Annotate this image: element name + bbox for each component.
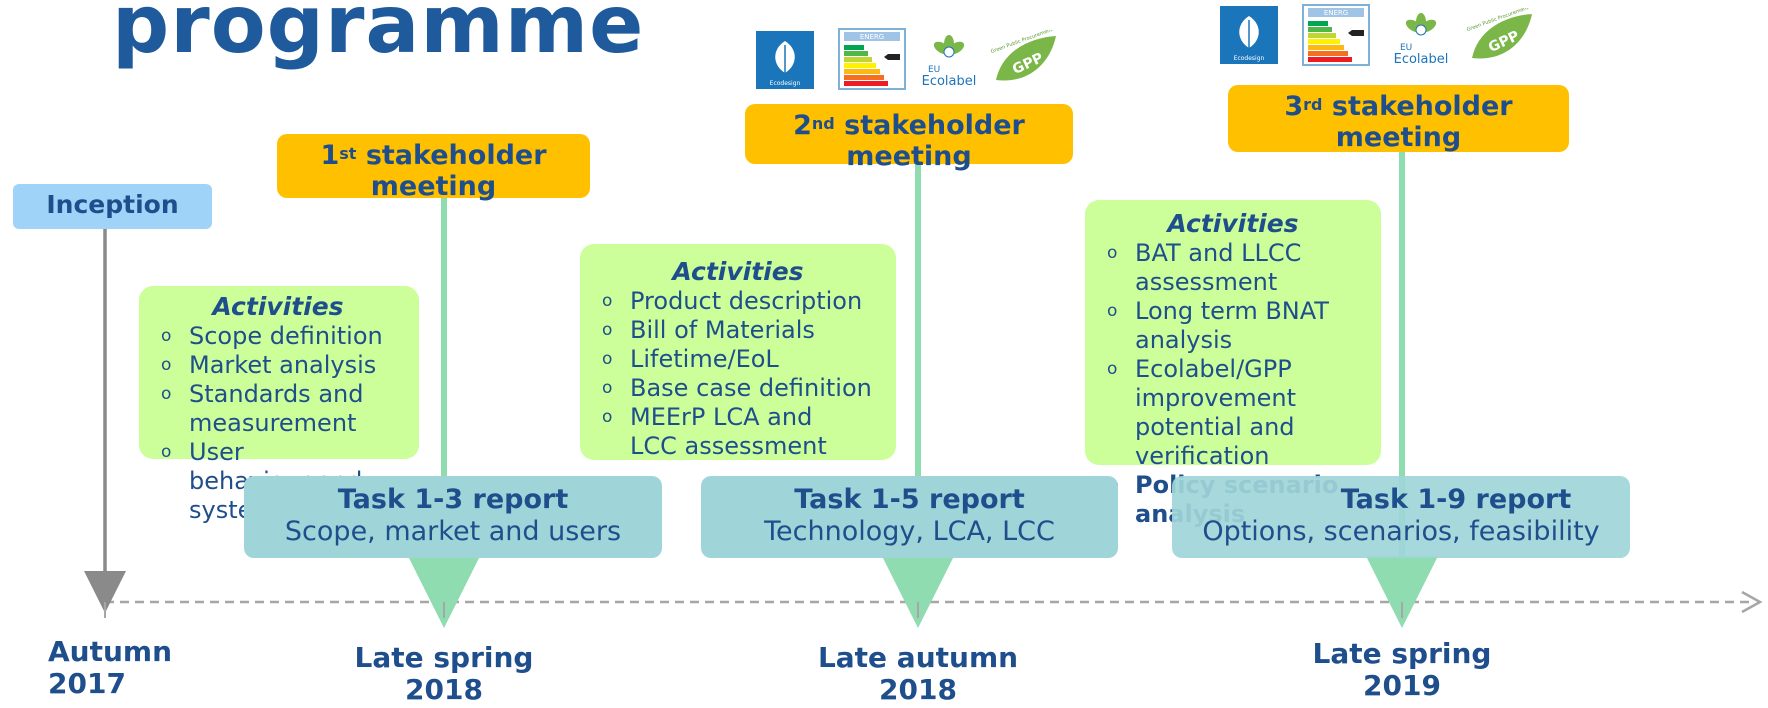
svg-text:Ecodesign: Ecodesign [770, 80, 801, 87]
energy-label-logo: ENERG [838, 28, 906, 90]
task-subtitle: Scope, market and users [284, 516, 622, 547]
stakeholder-meeting-2: 2nd stakeholder meeting [745, 104, 1073, 172]
date-label-3: Late autumn 2018 [817, 641, 1019, 706]
activities-box-3: Activities BAT and LLCC assessment Long … [1085, 200, 1381, 528]
stakeholder-meeting-3: 3rd stakeholder meeting [1228, 85, 1569, 153]
ecodesign-logo: Ecodesign [1220, 6, 1278, 64]
timeline-arrowhead [1741, 590, 1763, 614]
task-report-2: Task 1-5 report Technology, LCA, LCC [701, 476, 1118, 558]
activities-title: Activities [672, 257, 804, 286]
activities-title: Activities [212, 292, 344, 321]
activity-item: Lifetime/EoL [580, 345, 896, 374]
activity-item: Standards and measurement [139, 380, 369, 438]
activity-item: Scope definition [139, 322, 419, 351]
svg-text:Ecolabel: Ecolabel [1394, 52, 1449, 66]
page-title: programme [112, 0, 645, 71]
svg-text:EU: EU [928, 65, 940, 75]
activity-item: Base case definition [580, 374, 896, 403]
activity-item: Bill of Materials [580, 316, 896, 345]
svg-text:EU: EU [1400, 43, 1412, 53]
activity-item: Ecolabel/GPP improvement potential and v… [1085, 355, 1345, 471]
inception-label: Inception [46, 190, 179, 219]
gpp-logo: GPP Green Public Procurement [988, 27, 1060, 88]
activity-item: Product description [580, 287, 896, 316]
svg-text:ENERG: ENERG [860, 33, 884, 41]
task-subtitle: Technology, LCA, LCC [764, 516, 1055, 547]
svg-text:Ecolabel: Ecolabel [922, 74, 977, 88]
gpp-logo: GPP Green Public Procurement [1464, 5, 1536, 66]
svg-text:Ecodesign: Ecodesign [1234, 55, 1265, 62]
energy-label-logo: ENERG [1302, 4, 1370, 66]
stakeholder-meeting-1: 1st stakeholder meeting [277, 134, 590, 202]
eu-ecolabel-logo: EU Ecolabel [1392, 8, 1450, 67]
inception-box: Inception [13, 184, 212, 229]
eu-ecolabel-logo: EU Ecolabel [920, 30, 978, 89]
date-label-4: Late spring 2019 [1312, 637, 1492, 702]
task-report-3: Task 1-9 report Options, scenarios, feas… [1172, 476, 1630, 558]
activities-box-1: Activities Scope definition Market analy… [139, 286, 419, 524]
date-label-1: Autumn 2017 [48, 635, 173, 700]
activity-item: Long term BNAT analysis [1085, 297, 1335, 355]
activity-item: BAT and LLCC assessment [1085, 239, 1335, 297]
activity-item: Market analysis [139, 351, 419, 380]
task-subtitle: Options, scenarios, feasibility [1202, 516, 1600, 547]
activities-title: Activities [1167, 209, 1299, 238]
task-report-1: Task 1-3 report Scope, market and users [244, 476, 662, 558]
activity-item: MEErP LCA and LCC assessment [580, 403, 860, 461]
date-label-2: Late spring 2018 [354, 641, 534, 706]
task-title: Task 1-3 report [337, 484, 569, 515]
task-title: Task 1-5 report [794, 484, 1025, 515]
ecodesign-logo: Ecodesign [756, 31, 814, 89]
svg-text:ENERG: ENERG [1324, 9, 1348, 17]
task-title: Task 1-9 report [1340, 484, 1572, 515]
activities-box-2: Activities Product description Bill of M… [580, 244, 896, 460]
